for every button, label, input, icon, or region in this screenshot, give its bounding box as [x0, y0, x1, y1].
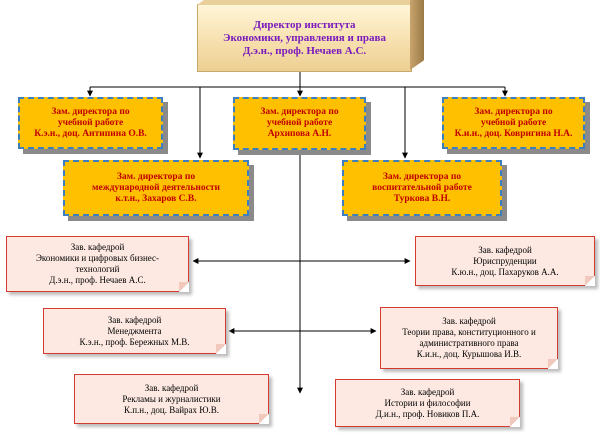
director-title: Директор института: [253, 18, 356, 31]
department-jurisprudence-box: Зав. кафедрой Юриспруденции К.ю.н., доц.…: [415, 236, 595, 286]
department-name: Рекламы и журналистики: [122, 393, 221, 404]
department-head-name: К.и.н., доц. Курышова И.В.: [416, 349, 522, 359]
deputy-name: Туркова В.Н.: [393, 193, 451, 204]
deputy-area: учебной работе: [57, 117, 124, 128]
department-name-cont: технологий: [75, 264, 120, 274]
deputy-title: Зам. директора по: [382, 171, 462, 182]
deputy-area: учебной работе: [480, 117, 547, 128]
department-head-name: К.п.н., доц. Вайрах Ю.В.: [123, 404, 220, 415]
deputy-international-box: Зам. директора по международной деятельн…: [63, 160, 249, 216]
deputy-name: Архипова А.Н.: [267, 129, 332, 139]
department-advertising-box: Зав. кафедрой Рекламы и журналистики К.п…: [74, 374, 269, 424]
department-management-box: Зав. кафедрой Менеджмента К.э.н., проф. …: [43, 308, 226, 354]
department-head-title: Зав. кафедрой: [70, 242, 125, 252]
deputy-name: к.т.н., Захаров С.В.: [115, 193, 197, 204]
department-economics-box: Зав. кафедрой Экономики и цифровых бизне…: [6, 236, 189, 292]
deputy-title: Зам. директора по: [260, 107, 339, 117]
department-name: Экономики и цифровых бизнес-: [35, 253, 159, 263]
deputy-name: К.э.н., доц. Антипина О.В.: [34, 128, 147, 139]
deputy-area: воспитательной работе: [372, 182, 472, 193]
director-box: Директор института Экономики, управления…: [197, 4, 412, 72]
deputy-title: Зам. директора по: [51, 106, 130, 117]
department-head-name: К.ю.н., доц. Пахаруков А.А.: [451, 266, 559, 277]
deputy-title: Зам. директора по: [116, 171, 196, 182]
department-head-title: Зав. кафедрой: [400, 386, 455, 397]
deputy-name: К.и.н., доц. Ковригина Н.А.: [454, 128, 573, 139]
department-head-name: К.э.н., проф. Бережных М.В.: [79, 336, 190, 347]
department-name: Истории и философии: [384, 397, 471, 408]
department-name: Менеджмента: [107, 325, 162, 336]
deputy-educational-box: Зам. директора по воспитательной работе …: [342, 160, 502, 216]
department-name: Теории права, конституционного и: [402, 327, 536, 337]
deputy-area: учебной работе: [266, 118, 333, 128]
department-head-title: Зав. кафедрой: [107, 314, 162, 325]
department-law-theory-box: Зав. кафедрой Теории права, конституцион…: [380, 307, 558, 369]
department-head-title: Зав. кафедрой: [442, 316, 496, 326]
department-head-title: Зав. кафедрой: [478, 244, 532, 255]
department-name-cont: административного права: [419, 338, 519, 348]
deputy-title: Зам. директора по: [474, 106, 553, 117]
department-head-name: Д.и.н., проф. Новиков П.А.: [375, 408, 480, 419]
department-name: Юриспруденции: [473, 255, 537, 266]
department-history-box: Зав. кафедрой Истории и философии Д.и.н.…: [335, 379, 520, 427]
deputy-study-center-box: Зам. директора по учебной работе Архипов…: [233, 97, 366, 150]
deputy-study-left-box: Зам. директора по учебной работе К.э.н.,…: [18, 97, 163, 149]
department-head-name: Д.э.н., проф. Нечаев А.С.: [49, 275, 146, 285]
director-name: Д.э.н., проф. Нечаев А.С.: [242, 44, 367, 57]
department-head-title: Зав. кафедрой: [144, 382, 199, 393]
institute-name: Экономики, управления и права: [223, 31, 386, 44]
deputy-area: международной деятельности: [92, 182, 220, 193]
deputy-study-right-box: Зам. директора по учебной работе К.и.н.,…: [442, 97, 585, 149]
